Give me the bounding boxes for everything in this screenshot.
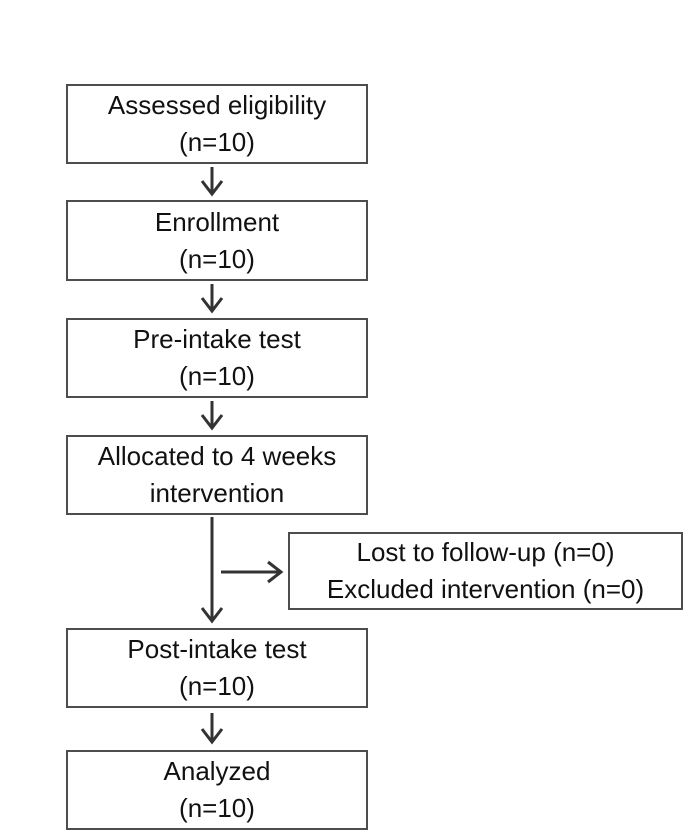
box-label: Assessed eligibility (107, 90, 327, 120)
box-label: Excluded intervention (n=0) (326, 574, 645, 604)
box-label: Post-intake test (127, 634, 307, 664)
flow-box-enrollment: Enrollment (n=10) (66, 200, 368, 281)
box-label: Analyzed (163, 756, 271, 786)
box-label: Enrollment (154, 206, 280, 237)
arrow-down-icon (200, 401, 224, 431)
box-label: Pre-intake test (133, 324, 301, 354)
arrow-down-icon (200, 284, 224, 314)
flow-box-assessed-eligibility: Assessed eligibility (n=10) (66, 84, 368, 164)
arrow-down-icon (200, 167, 224, 197)
arrow-right-icon (221, 560, 284, 584)
box-count: (n=10) (179, 361, 255, 391)
box-count: (n=10) (179, 127, 255, 157)
flow-box-allocated-intervention: Allocated to 4 weeks intervention (66, 435, 368, 515)
flow-box-post-intake-test: Post-intake test (n=10) (66, 628, 368, 708)
flow-box-pre-intake-test: Pre-intake test (n=10) (66, 318, 368, 398)
box-label: intervention (149, 478, 285, 508)
arrow-down-icon (200, 713, 224, 745)
box-count: (n=10) (179, 243, 255, 274)
box-label: Allocated to 4 weeks (97, 441, 337, 471)
box-count: (n=10) (179, 793, 255, 823)
flow-box-lost-excluded: Lost to follow-up (n=0) Excluded interve… (288, 532, 683, 610)
arrow-down-long-icon (200, 517, 224, 624)
flow-box-analyzed: Analyzed (n=10) (66, 750, 368, 830)
box-count: (n=10) (179, 671, 255, 701)
box-label: Lost to follow-up (n=0) (356, 537, 615, 567)
